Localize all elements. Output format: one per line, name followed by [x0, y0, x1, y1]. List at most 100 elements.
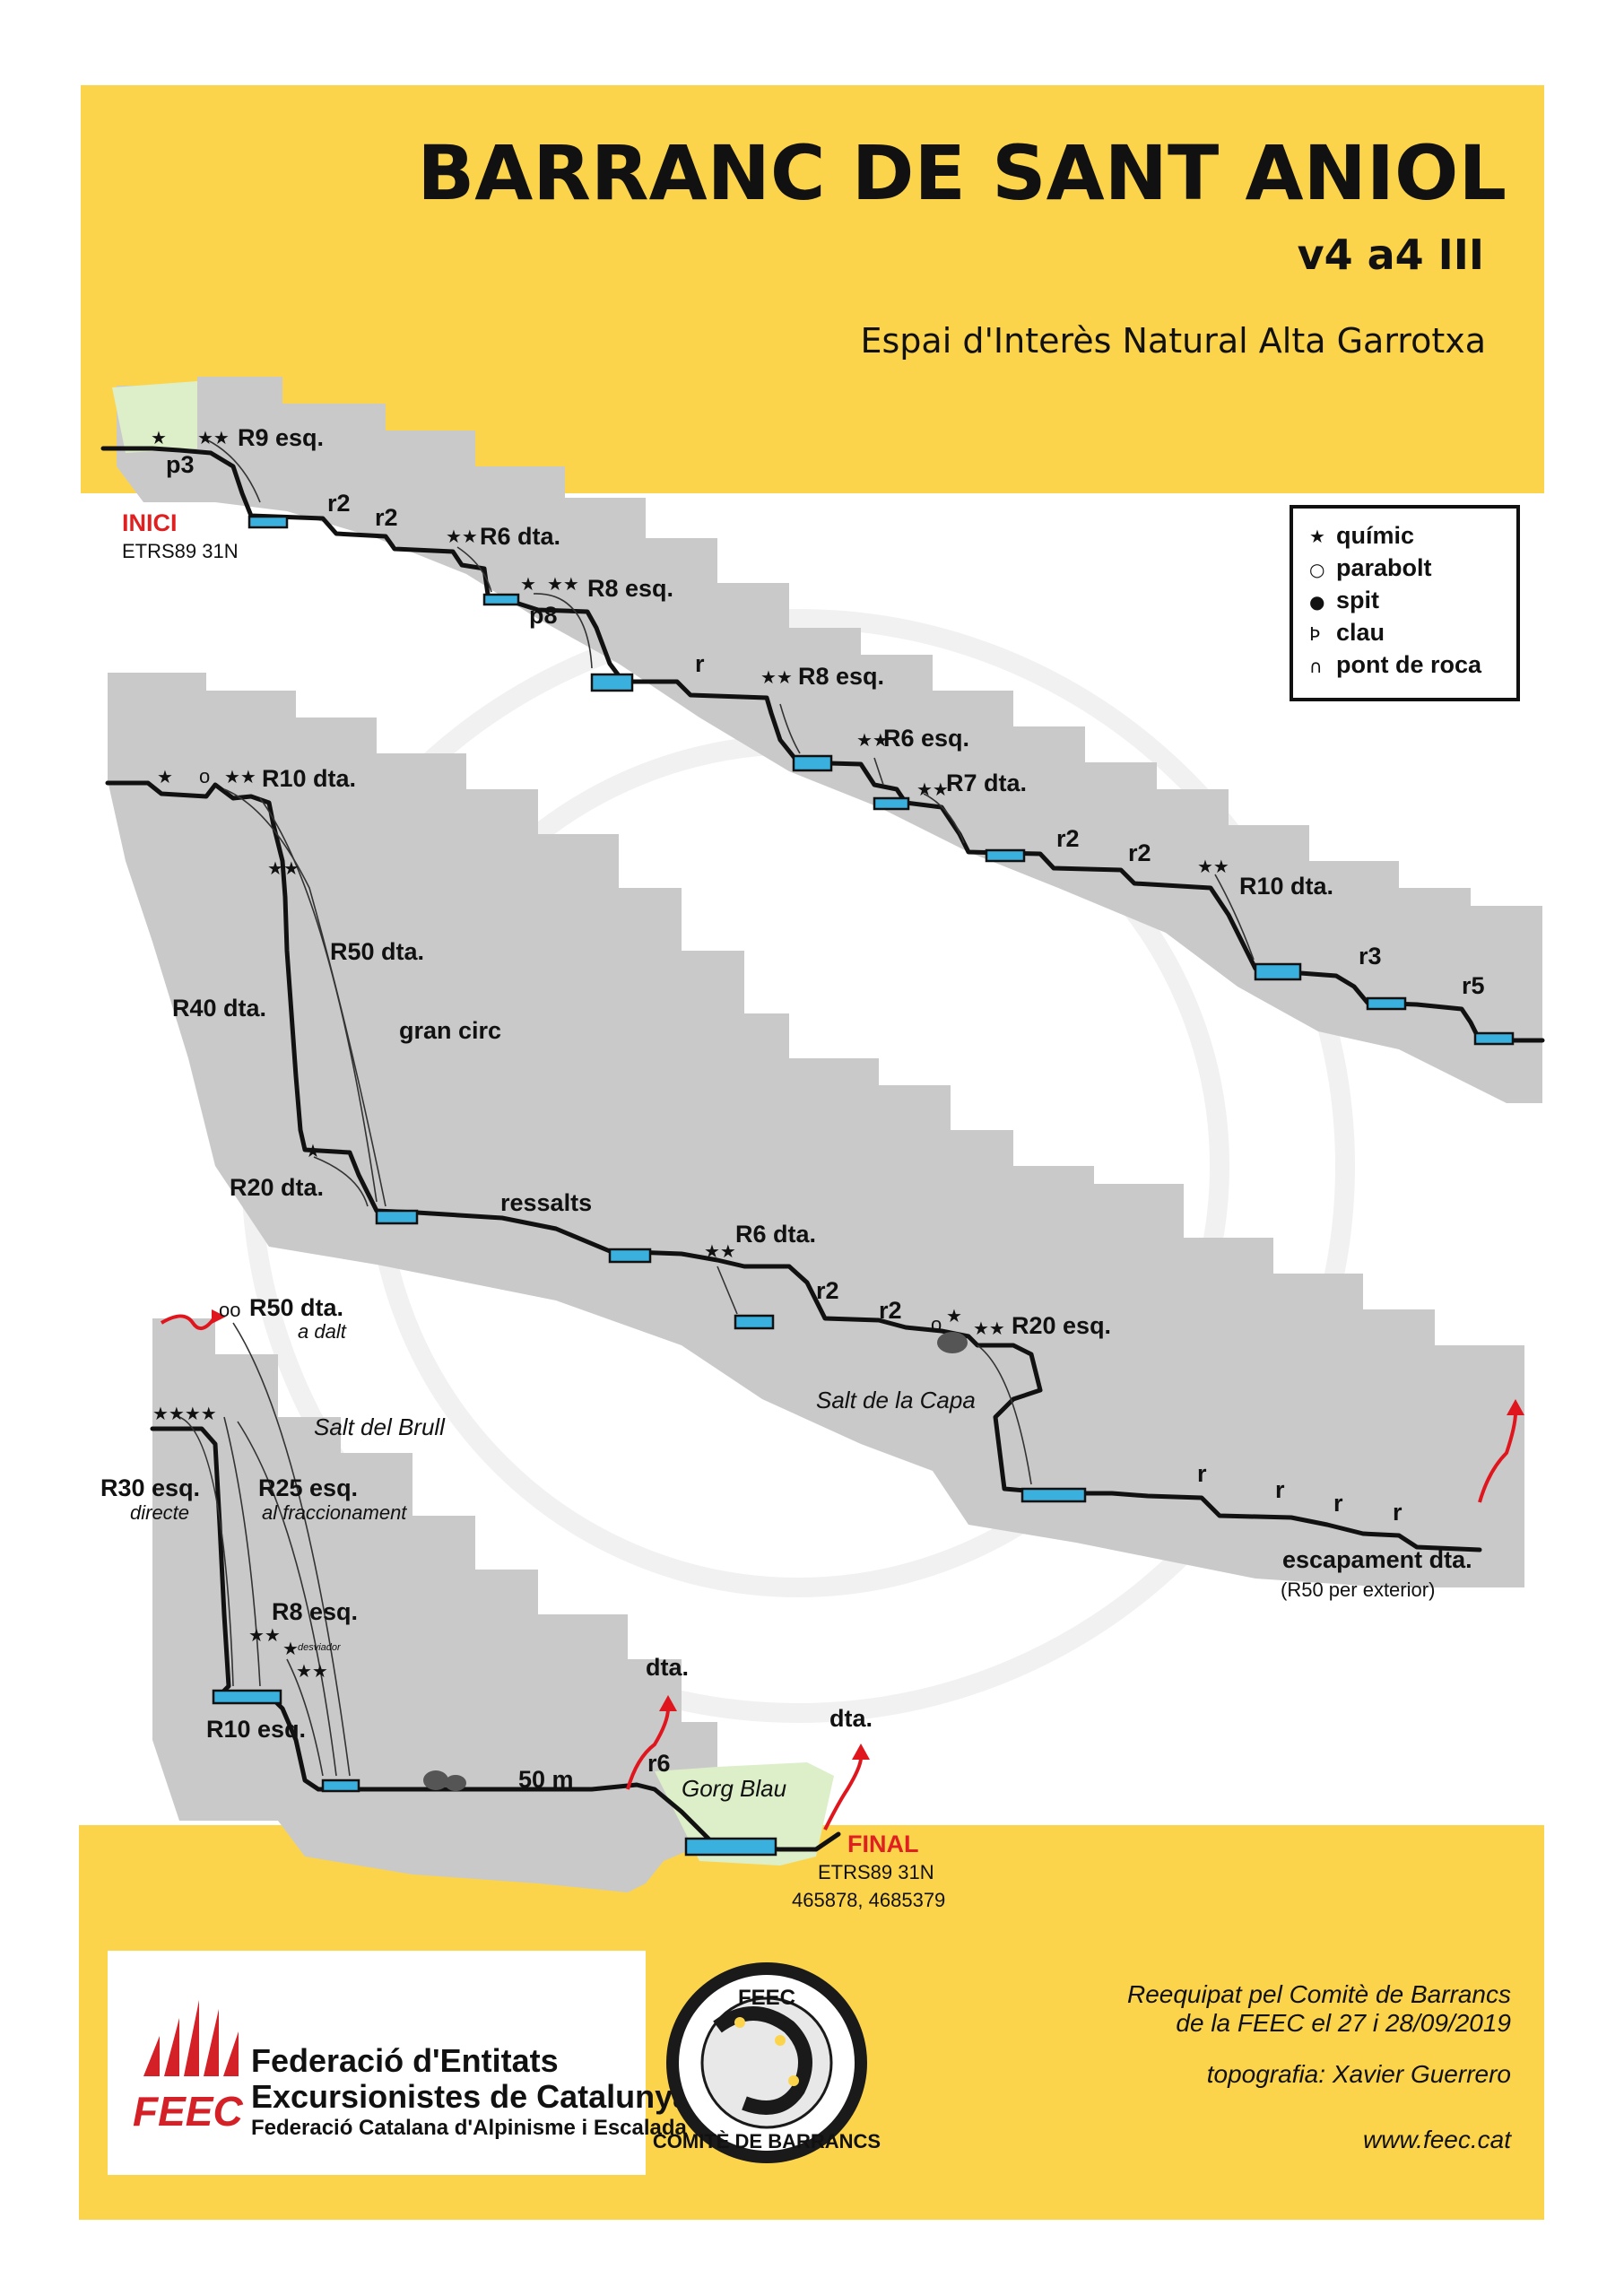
svg-text:★★: ★★	[446, 526, 478, 547]
label-ressalts: ressalts	[500, 1189, 592, 1216]
rock-section-3	[152, 1318, 717, 1892]
badge-bottom-text: COMITÈ DE BARRANCS	[653, 2130, 881, 2152]
finish-coords: ETRS89 31N	[818, 1861, 934, 1883]
svg-text:★: ★	[520, 573, 536, 595]
label-salt-brull: Salt del Brull	[314, 1413, 446, 1440]
label-r8: R8 esq.	[272, 1598, 358, 1625]
label-r2b: r2	[879, 1297, 902, 1324]
label-r8b: R8 esq.	[798, 663, 884, 690]
svg-text:★★: ★★	[296, 1660, 328, 1682]
label-r2b: r2	[375, 504, 398, 531]
label-desviador: desviador	[298, 1642, 342, 1653]
label-r10: R10 dta.	[1239, 873, 1333, 900]
comite-badge: FEEC COMITÈ DE BARRANCS	[653, 1962, 881, 2163]
label-gorg-blau: Gorg Blau	[682, 1775, 786, 1802]
label-r20: R20 dta.	[230, 1174, 324, 1201]
label-r-a: r	[1197, 1460, 1207, 1487]
svg-text:★★★★: ★★★★	[152, 1403, 217, 1424]
label-r25: R25 esq.	[258, 1474, 358, 1501]
label-p3: p3	[166, 451, 195, 478]
ropes-section-3	[178, 1322, 351, 1777]
pools-section-3	[212, 1689, 777, 1857]
label-r40: R40 dta.	[172, 995, 266, 1022]
svg-text:★: ★	[946, 1305, 962, 1326]
label-r2c: r2	[1056, 825, 1080, 852]
circle-icon: ○	[1309, 559, 1324, 580]
feec-logo: FEEC Federació d'Entitats Excursionistes…	[133, 2000, 691, 2140]
label-r2d: r2	[1128, 839, 1151, 866]
feec-name-line1: Federació d'Entitats	[251, 2042, 559, 2079]
ropes-section-1	[205, 439, 1255, 961]
label-r6b: R6 esq.	[883, 725, 969, 752]
rock-section-1	[117, 377, 1542, 1103]
svg-text:★: ★	[151, 427, 167, 448]
feec-name-line2: Excursionistes de Catalunya	[251, 2078, 691, 2115]
label-r50: R50 dta.	[330, 938, 424, 965]
svg-text:o: o	[199, 765, 210, 787]
svg-text:★★: ★★	[856, 729, 889, 751]
svg-text:★: ★	[282, 1638, 299, 1659]
credit-line1: Reequipat pel Comitè de Barrancs	[1127, 1980, 1511, 2008]
label-r-c: r	[1333, 1490, 1343, 1517]
label-r10: R10 dta.	[262, 765, 356, 792]
legend-item-pont-de-roca: pont de roca	[1336, 651, 1482, 678]
label-escapament-note: (R50 per exterior)	[1281, 1578, 1435, 1601]
page-title: BARRANC DE SANT ANIOL	[417, 129, 1507, 217]
label-r5: r5	[1462, 972, 1485, 999]
svg-text:★: ★	[157, 766, 173, 787]
finish-utm: 465878, 4685379	[792, 1889, 945, 1911]
svg-text:★★: ★★	[547, 573, 579, 595]
svg-text:o: o	[931, 1313, 942, 1335]
arrows-section-3	[160, 1309, 870, 1831]
pools-section-2	[375, 1209, 1087, 1503]
start-label: INICI	[122, 509, 178, 536]
svg-text:★★: ★★	[704, 1240, 736, 1262]
legend-item-parabolt: parabolt	[1336, 554, 1432, 581]
nail-icon: Þ	[1309, 623, 1320, 645]
svg-text:oo: oo	[219, 1299, 240, 1321]
legend-item-spit: spit	[1336, 587, 1379, 613]
labels-section-2: ★ o ★★ R10 dta. ★★ R50 dta. R40 dta. gra…	[157, 765, 1472, 1601]
label-escapament: escapament dta.	[1282, 1546, 1472, 1573]
badge-top-text: FEEC	[738, 1986, 795, 2010]
labels-section-3: oo R50 dta. a dalt ★★★★ Salt del Brull R…	[100, 1294, 873, 1802]
label-50m: 50 m	[518, 1766, 574, 1793]
escape-arrow-1	[1478, 1399, 1524, 1503]
svg-text:★★: ★★	[760, 666, 793, 688]
svg-text:★★: ★★	[224, 766, 256, 787]
pools-section-1	[248, 515, 1515, 1046]
svg-text:★★: ★★	[197, 427, 230, 448]
svg-text:★★: ★★	[916, 778, 949, 800]
star-icon: ★	[1309, 526, 1325, 547]
rock-section-2	[108, 673, 1524, 1587]
label-r50-note: a dalt	[298, 1320, 347, 1343]
label-r6: R6 dta.	[735, 1221, 816, 1248]
label-r10: R10 esq.	[206, 1716, 306, 1743]
svg-text:★★: ★★	[267, 857, 300, 879]
legend: ★ químic ○ parabolt ● spit Þ clau ∩ pont…	[1290, 505, 1520, 701]
legend-item-quimic: químic	[1336, 522, 1414, 549]
label-r2a: r2	[816, 1277, 839, 1304]
label-p8: p8	[529, 602, 558, 629]
label-r6: r6	[647, 1750, 671, 1777]
grass-start	[112, 381, 197, 453]
label-r20-esq: R20 esq.	[1012, 1312, 1111, 1339]
boulder	[937, 1332, 968, 1353]
feec-name-line3: Federació Catalana d'Alpinisme i Escalad…	[251, 2116, 688, 2140]
label-r-d: r	[1393, 1499, 1403, 1526]
svg-text:★★: ★★	[1197, 856, 1229, 877]
boulders-section-3	[423, 1770, 466, 1791]
legend-item-clau: clau	[1336, 619, 1385, 646]
area-subtitle: Espai d'Interès Natural Alta Garrotxa	[861, 321, 1487, 361]
label-r50: R50 dta.	[249, 1294, 343, 1321]
label-gran-circ: gran circ	[399, 1017, 501, 1044]
label-dta-1: dta.	[646, 1654, 689, 1681]
feec-logo-text: FEEC	[133, 2088, 243, 2135]
finish-label: FINAL	[847, 1831, 918, 1857]
label-r25-note: al fraccionament	[262, 1501, 407, 1524]
svg-text:★★: ★★	[248, 1624, 281, 1646]
label-r7: R7 dta.	[946, 770, 1027, 796]
label-r6: R6 dta.	[480, 523, 560, 550]
start-coords: ETRS89 31N	[122, 540, 239, 562]
